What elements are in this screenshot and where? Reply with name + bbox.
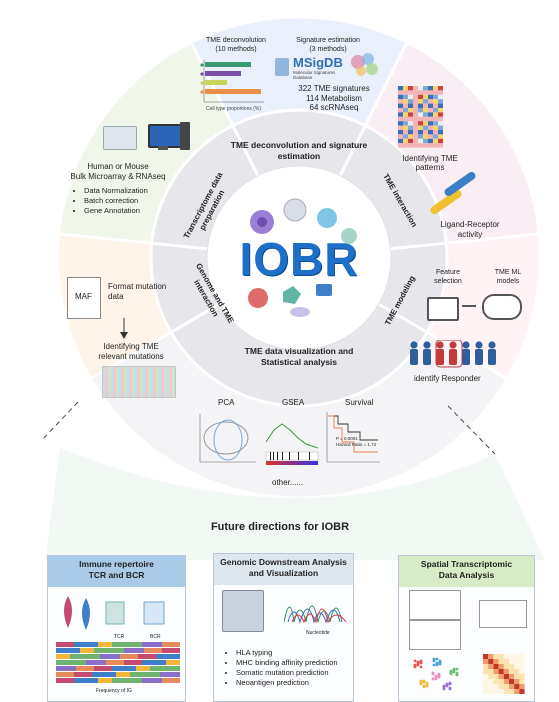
- survival-label: Survival: [345, 398, 374, 407]
- mutation-track-image: [102, 366, 176, 398]
- bullet-item: Somatic mutation prediction: [236, 668, 338, 678]
- identify-mutations: Identifying TME relevant mutations: [98, 342, 164, 361]
- monitor-icon: [427, 297, 459, 321]
- frequency-label: Frequency of IG: [96, 688, 132, 694]
- ring-label-visual: TME data visualization and Statistical a…: [244, 346, 354, 367]
- bullet-item: Neoantigen prediction: [236, 678, 338, 688]
- deconv-bar-chart: [200, 60, 264, 103]
- chromatogram: [284, 605, 347, 624]
- computer-icon: [148, 124, 182, 148]
- expression-box: [479, 600, 527, 628]
- correlation-heatmap: [483, 654, 525, 694]
- feature-label: Feature selection: [434, 269, 462, 285]
- maf-label: MAF: [75, 292, 92, 301]
- prep-bullets: Data Normalization Batch correction Gene…: [72, 186, 148, 216]
- gsea-plot: [265, 423, 319, 465]
- responder-label: identify Responder: [414, 374, 481, 383]
- heatmap-image: [398, 86, 443, 148]
- patterns-label: Identifying TME patterns: [402, 154, 458, 172]
- cell-icons: [248, 198, 357, 317]
- bullet-item: Gene Annotation: [84, 206, 148, 216]
- tower-icon: [180, 122, 190, 150]
- sig-stats: 322 TME signatures 114 Metabolism 64 scR…: [298, 84, 370, 112]
- maf-file-icon: [67, 277, 101, 319]
- computer-stand-icon: [158, 146, 168, 150]
- panel3-header: Spatial Transcriptomic Data Analysis: [399, 556, 534, 587]
- survival-plot: [326, 412, 380, 463]
- panel-genomic-downstream: Genomic Downstream Analysis and Visualiz…: [213, 553, 354, 702]
- msigdb-sub: Molecular Signatures Database: [293, 70, 336, 80]
- ligand-receptor-icon: [430, 172, 476, 214]
- cluster-image: [351, 53, 378, 76]
- bullet-item: Data Normalization: [84, 186, 148, 196]
- stacked-bar-plot: [56, 642, 180, 683]
- pca-plot: [199, 414, 256, 463]
- arrow-down-icon: [120, 318, 128, 339]
- genomic-bullets: HLA typing MHC binding affinity predicti…: [224, 648, 338, 688]
- panel-immune-repertoire: Immune repertoire TCR and BCR TCR BCR Fr…: [47, 555, 186, 702]
- bullet-item: MHC binding affinity prediction: [236, 658, 338, 668]
- sequencer-icon: [103, 126, 137, 150]
- nucleotide-label: Nucleotide: [306, 630, 330, 636]
- bullet-item: HLA typing: [236, 648, 338, 658]
- tme-models-label: TME ML models: [494, 269, 522, 285]
- bullet-item: Batch correction: [84, 196, 148, 206]
- pca-label: PCA: [218, 398, 235, 407]
- ligand-label: Ligand-Receptor activity: [440, 220, 500, 239]
- repertoire-plots: [64, 596, 165, 630]
- future-title: Future directions for IOBR: [210, 521, 350, 533]
- sig-title: Signature estimation (3 methods): [296, 37, 360, 53]
- people-icons: [410, 340, 496, 368]
- bcr-label: BCR: [150, 634, 161, 640]
- sequencer-machine-icon: [222, 590, 264, 632]
- iobr-logo: IOBR: [239, 233, 359, 285]
- db-icon: [275, 58, 289, 76]
- tcr-label: TCR: [114, 634, 125, 640]
- deconv-xaxis-label: Cell type proportions (%): [206, 106, 262, 112]
- gsea-label: GSEA: [282, 398, 305, 407]
- survival-p: P = 0.0001: [336, 436, 358, 441]
- cloud-icon: [482, 294, 522, 320]
- format-label: Format mutation data: [108, 282, 167, 301]
- data-source: Human or Mouse Bulk Microarray & RNAseq: [70, 162, 166, 181]
- ring-label-deconv: TME deconvolution and signature estimati…: [230, 140, 368, 161]
- tissue-slide-2: [409, 620, 461, 650]
- deconv-title: TME deconvolution (10 methods): [206, 37, 266, 53]
- panel2-header: Genomic Downstream Analysis and Visualiz…: [214, 554, 353, 585]
- panel-spatial-transcriptomic: Spatial Transcriptomic Data Analysis: [398, 555, 535, 702]
- arrow-right-icon: [462, 305, 476, 307]
- other-label: other......: [272, 478, 304, 487]
- msigdb-label: MSigDB: [293, 55, 343, 70]
- tissue-slide-1: [409, 590, 461, 620]
- umap-plot: [413, 657, 459, 691]
- survival-hr: Hazard Ratio = 1.74: [336, 442, 377, 447]
- panel1-header: Immune repertoire TCR and BCR: [48, 556, 185, 587]
